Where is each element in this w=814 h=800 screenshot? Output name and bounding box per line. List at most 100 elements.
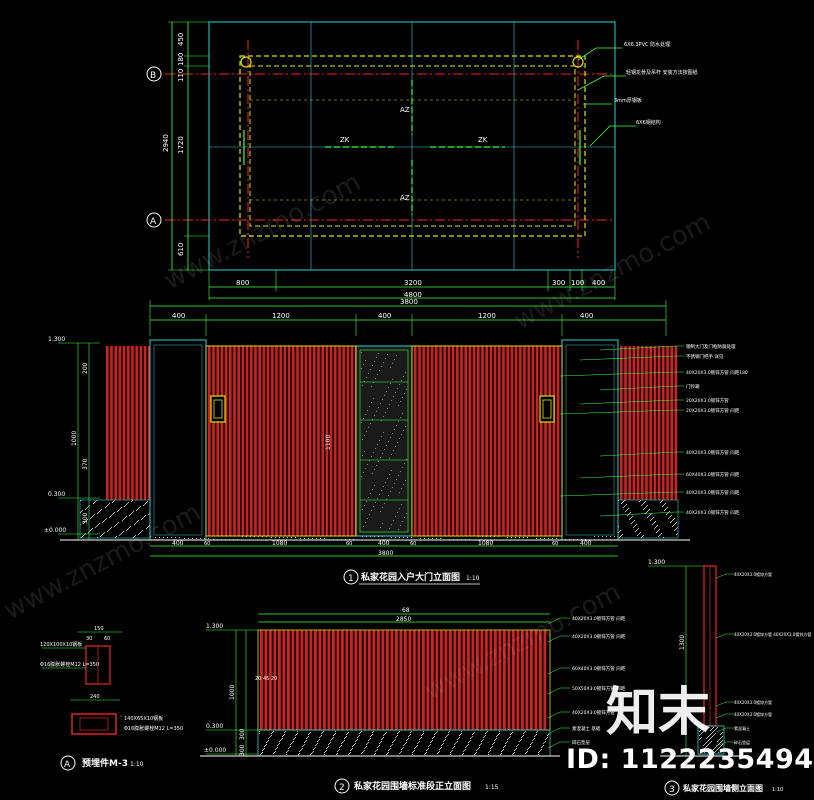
gravel-speck [128, 528, 129, 529]
gravel-speck [540, 538, 541, 539]
gravel-speck [494, 742, 495, 743]
gravel-speck [430, 742, 431, 743]
gravel-speck [548, 734, 549, 735]
gravel-speck [647, 511, 648, 512]
gravel-speck [129, 527, 130, 528]
gravel-speck [494, 536, 495, 537]
gravel-speck [336, 754, 337, 755]
gravel-speck [140, 532, 141, 533]
gravel-speck [704, 748, 705, 749]
gravel-speck [535, 735, 536, 736]
gravel-speck [204, 538, 205, 539]
stone-speck [380, 457, 381, 458]
gravel-speck [117, 523, 118, 524]
gravel-speck [140, 506, 141, 507]
gravel-speck [126, 516, 127, 517]
gravel-speck [456, 742, 457, 743]
gravel-speck [324, 754, 325, 755]
plan-left-dim: 610 [177, 243, 185, 256]
gate-elevation: 3800 400 1200 400 1200 400 [44, 298, 748, 585]
gravel-speck [503, 747, 504, 748]
gravel-speck [94, 502, 95, 503]
gravel-speck [709, 735, 710, 736]
gravel-speck [289, 747, 290, 748]
plan-outline-outer [239, 55, 586, 237]
gravel-speck [718, 744, 719, 745]
elev3-leader [715, 633, 734, 639]
stone-speck [392, 433, 393, 434]
gravel-speck [134, 536, 135, 537]
gravel-speck [485, 735, 486, 736]
gravel-speck [82, 510, 83, 511]
gravel-speck [98, 524, 99, 525]
gravel-speck [312, 538, 313, 539]
gravel-speck [390, 748, 391, 749]
parta-scale: 1:10 [130, 761, 144, 768]
gravel-speck [374, 754, 375, 755]
gravel-speck [120, 508, 121, 509]
gate-slat [245, 346, 249, 536]
gravel-speck [519, 741, 520, 742]
elev1-left-dim: 1000 [71, 431, 78, 446]
stone-speck [365, 468, 366, 469]
gravel-speck [706, 750, 707, 751]
gate-slat [262, 346, 266, 536]
gravel-speck [657, 525, 658, 526]
gravel-speck [171, 537, 172, 538]
gravel-speck [279, 537, 280, 538]
elev2-leader [547, 635, 570, 643]
parta-plate-inner [79, 717, 109, 731]
center-pillar-frame [359, 349, 409, 533]
wall-slat [368, 630, 371, 730]
gravel-speck [710, 734, 711, 735]
gravel-speck [297, 733, 298, 734]
title-number-circle [664, 780, 680, 796]
gravel-speck [313, 751, 314, 752]
gravel-speck [525, 753, 526, 754]
stone-speck [366, 377, 367, 378]
elev3-leader [715, 741, 734, 747]
post-circle [240, 56, 252, 68]
gravel-speck [121, 507, 122, 508]
gravel-speck [531, 743, 532, 744]
gravel-speck [98, 512, 99, 513]
gravel-speck [606, 536, 607, 537]
gravel-speck [509, 737, 510, 738]
gravel-speck [620, 536, 621, 537]
gravel-speck [112, 502, 113, 503]
plan-outline-inner [249, 65, 576, 227]
stone-speck [364, 381, 365, 382]
wall-slat [521, 630, 524, 730]
gravel-speck [502, 750, 503, 751]
gravel-speck [88, 532, 89, 533]
gate-slat [531, 346, 535, 536]
gravel-speck [610, 536, 611, 537]
gravel-speck [675, 523, 676, 524]
gravel-speck [670, 516, 671, 517]
stone-speck [394, 429, 395, 430]
gravel-speck [348, 732, 349, 733]
gravel-speck [275, 751, 276, 752]
stone-speck [379, 370, 380, 371]
elev3-callout: 40X20X3.0镀锌方管 [734, 711, 772, 717]
wall-slat [422, 630, 425, 730]
gravel-speck [384, 734, 385, 735]
gravel-speck [717, 727, 718, 728]
gravel-speck [320, 736, 321, 737]
gravel-speck [261, 753, 262, 754]
gravel-speck [716, 728, 717, 729]
gravel-speck [328, 746, 329, 747]
gravel-speck [117, 511, 118, 512]
gravel-speck [434, 736, 435, 737]
gate-slat [443, 346, 446, 536]
gravel-speck [350, 752, 351, 753]
gravel-speck [124, 518, 125, 519]
gravel-speck [368, 740, 369, 741]
gravel-speck [637, 535, 638, 536]
gravel-speck [341, 743, 342, 744]
stone-speck [373, 452, 374, 453]
elev1-scale: 1:10 [466, 575, 480, 582]
gravel-speck [489, 751, 490, 752]
gravel-speck [539, 751, 540, 752]
gravel-speck [399, 731, 400, 732]
